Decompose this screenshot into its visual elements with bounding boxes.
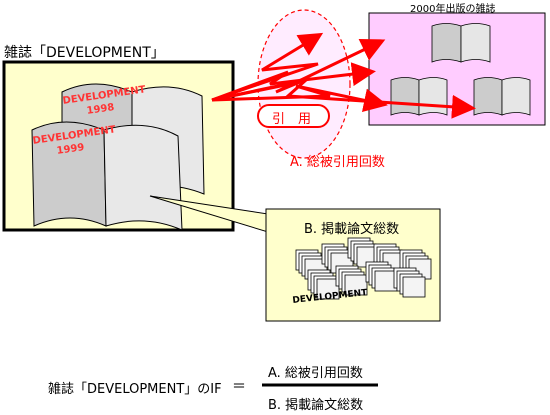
citation-arrow-5 [211,77,476,119]
citation-arrow-4 [211,84,388,113]
citing-book-3 [473,77,531,116]
citing-book-1 [431,23,491,63]
label-b: B. 掲載論文総数 [304,222,400,237]
paper-sheet [344,274,368,296]
formula-equals: ＝ [232,379,246,395]
citation-badge-label: 引 用 [272,112,312,127]
paper-stack [347,237,380,268]
paper-stack [307,269,340,300]
citation-arrow-3 [211,62,376,102]
paper-stacks [295,237,432,300]
citing-book-2 [390,77,448,116]
formula-denominator: B. 掲載論文総数 [268,398,364,413]
formula-left: 雑誌「DEVELOPMENT」のIF [48,382,222,397]
citation-badge [257,104,330,128]
label-a: A. 総被引用回数 [290,155,385,170]
citation-arrows [211,32,476,119]
citing-journals-label: 2000年出版の雑誌 [410,4,496,15]
book-1999 [31,121,183,231]
journal-label: 雑誌「DEVELOPMENT」 [4,45,165,61]
paper-stack [393,267,426,298]
paper-stack [335,265,368,296]
paper-stack [365,261,398,292]
formula-numerator: A. 総被引用回数 [268,366,363,381]
paper-sheet [402,276,426,298]
